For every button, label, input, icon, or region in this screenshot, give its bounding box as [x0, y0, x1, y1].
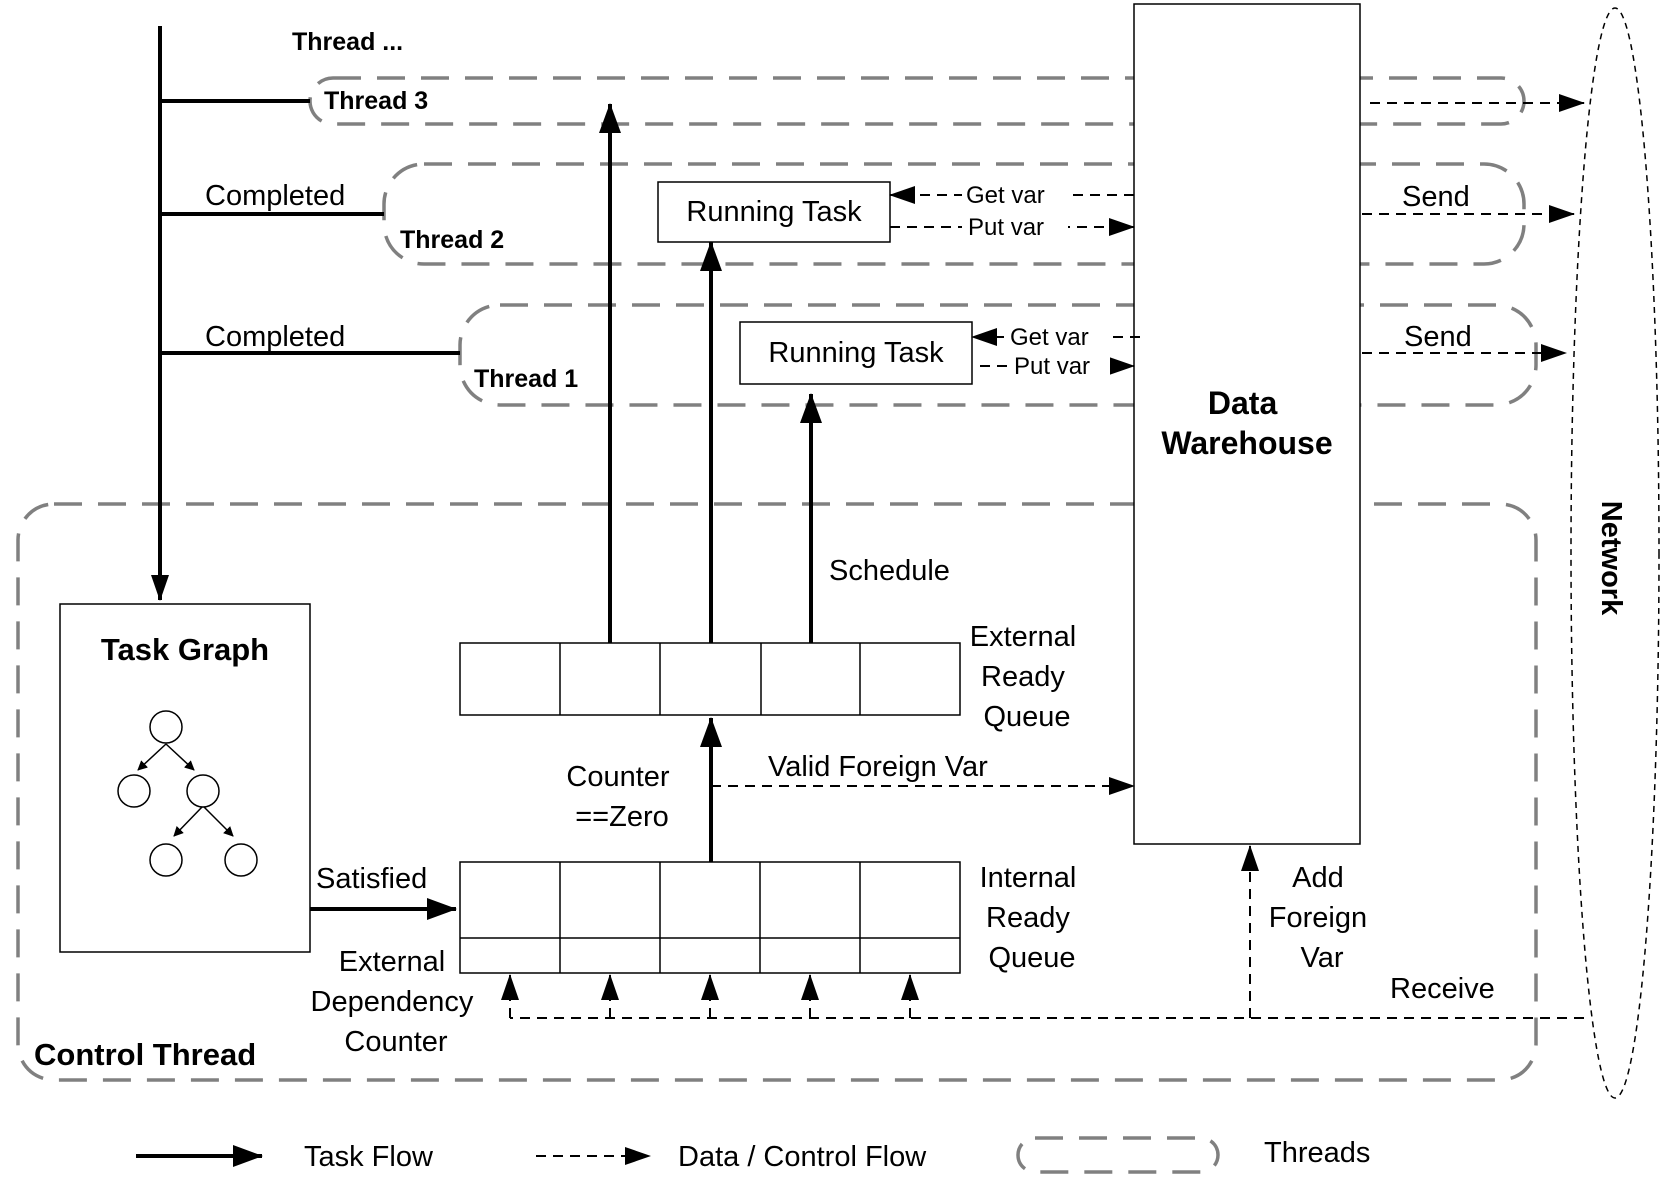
thread-2-label: Thread 2: [400, 226, 504, 254]
internal-ready-queue-label: Internal Ready Queue: [980, 862, 1085, 974]
running-task-label-thread-2: Running Task: [686, 196, 862, 228]
running-task-label-thread-1: Running Task: [768, 337, 944, 369]
put-var-label-thread-2: Put var: [968, 214, 1044, 241]
running-task-box-thread-2: [657, 181, 891, 243]
external-ready-queue-label: External Ready Queue: [970, 621, 1084, 733]
task-graph-box: [59, 603, 311, 953]
external-dependency-counter-label: External Dependency Counter: [311, 946, 482, 1058]
control-thread-region: [16, 502, 1538, 1082]
send-label-thread-2: Send: [1402, 181, 1470, 213]
task-graph-tree: [117, 710, 258, 877]
thread-3-label: Thread 3: [324, 87, 428, 115]
completed-label-thread-1: Completed: [205, 321, 345, 353]
thread-1-label: Thread 1: [474, 365, 578, 393]
external-ready-queue: [459, 642, 961, 716]
data-warehouse-box: [1133, 3, 1361, 845]
control-thread-label: Control Thread: [34, 1037, 256, 1072]
legend-threads-label: Threads: [1264, 1137, 1370, 1169]
legend-data-flow-label: Data / Control Flow: [678, 1141, 927, 1173]
thread-1-region: [458, 303, 1538, 407]
add-foreign-var-label: Add Foreign Var: [1269, 862, 1375, 974]
legend-threads-swatch: [1016, 1136, 1220, 1174]
send-label-thread-1: Send: [1404, 321, 1472, 353]
task-graph-title: Task Graph: [101, 632, 269, 667]
thread-more-label: Thread ...: [292, 28, 403, 56]
running-task-box-thread-1: [739, 321, 973, 385]
legend-task-flow-label: Task Flow: [304, 1141, 434, 1173]
network-ellipse: [1570, 7, 1660, 1099]
data-warehouse-label: Data Warehouse: [1161, 385, 1332, 461]
get-var-label-thread-2: Get var: [966, 182, 1045, 209]
network-label: Network: [1595, 501, 1627, 616]
receive-label: Receive: [1390, 973, 1495, 1005]
counter-zero-label: Counter ==Zero: [566, 761, 677, 833]
internal-ready-queue: [459, 861, 961, 974]
satisfied-label: Satisfied: [316, 863, 427, 895]
completed-label-thread-2: Completed: [205, 180, 345, 212]
get-var-label-thread-1: Get var: [1010, 324, 1089, 351]
schedule-label: Schedule: [829, 555, 950, 587]
legend: Task Flow Data / Control Flow Threads: [136, 1136, 1370, 1174]
put-var-label-thread-1: Put var: [1014, 353, 1090, 380]
valid-foreign-var-label: Valid Foreign Var: [768, 751, 988, 783]
